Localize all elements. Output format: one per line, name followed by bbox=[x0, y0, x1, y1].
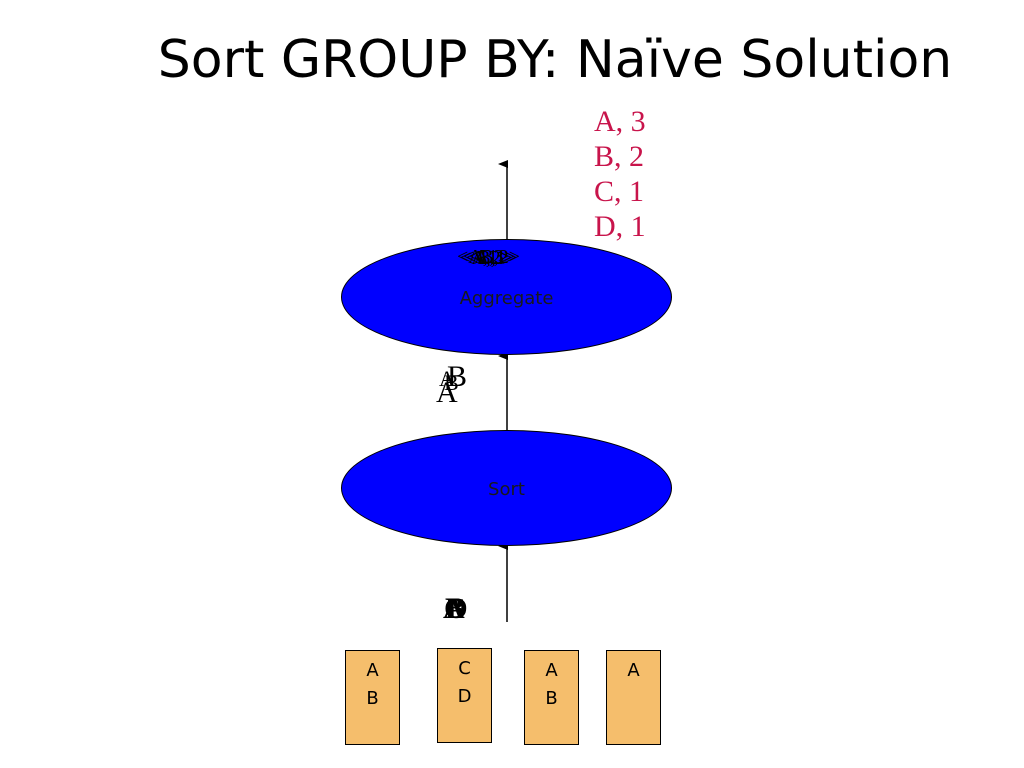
result-row: B, 2 bbox=[594, 140, 645, 173]
data-page: C D bbox=[437, 648, 492, 743]
buffer-token: <A,2> bbox=[460, 247, 513, 269]
page-item: A bbox=[627, 660, 640, 681]
data-page: A B bbox=[524, 650, 579, 745]
sorted-tuple-stream: A B A B bbox=[436, 360, 476, 412]
stream-token: B bbox=[445, 592, 466, 625]
stream-token: A bbox=[436, 376, 458, 409]
buffer-token: <B,1> bbox=[466, 247, 517, 269]
page-item: A bbox=[545, 660, 558, 681]
page-item: B bbox=[366, 688, 379, 709]
result-row: D, 1 bbox=[594, 210, 646, 243]
sort-label: Sort bbox=[488, 479, 525, 500]
stream-token: A bbox=[439, 366, 455, 391]
data-page: A B bbox=[345, 650, 400, 745]
stream-token: B bbox=[444, 370, 459, 395]
result-row: A, 3 bbox=[594, 105, 646, 138]
aggregate-label: Aggregate bbox=[459, 288, 554, 309]
buffer-token: <A,1> bbox=[457, 246, 510, 268]
stream-token: C bbox=[444, 592, 466, 625]
page-item: D bbox=[457, 686, 472, 707]
stream-token: D bbox=[446, 592, 468, 625]
sort-operator: Sort bbox=[341, 430, 672, 546]
group-results: A, 3 B, 2 C, 1 D, 1 bbox=[594, 104, 646, 244]
slide-title: Sort GROUP BY: Naïve Solution bbox=[157, 30, 953, 90]
aggregate-operator: <A,1> <A,2> <A,3> <B,1> <B,2> Aggregate bbox=[341, 239, 672, 355]
buffer-token: <B,2> bbox=[469, 246, 520, 268]
stream-token: A bbox=[443, 592, 465, 625]
data-page: A bbox=[606, 650, 661, 745]
aggregate-buffer-tokens: <A,1> <A,2> <A,3> <B,1> <B,2> bbox=[455, 246, 555, 276]
stream-token: B bbox=[447, 360, 468, 393]
page-item: A bbox=[366, 660, 379, 681]
buffer-token: <A,3> bbox=[463, 246, 516, 268]
page-item: C bbox=[458, 658, 471, 679]
input-tuple-stream: A B C D bbox=[443, 592, 477, 632]
page-item: B bbox=[545, 688, 558, 709]
result-row: C, 1 bbox=[594, 175, 645, 208]
